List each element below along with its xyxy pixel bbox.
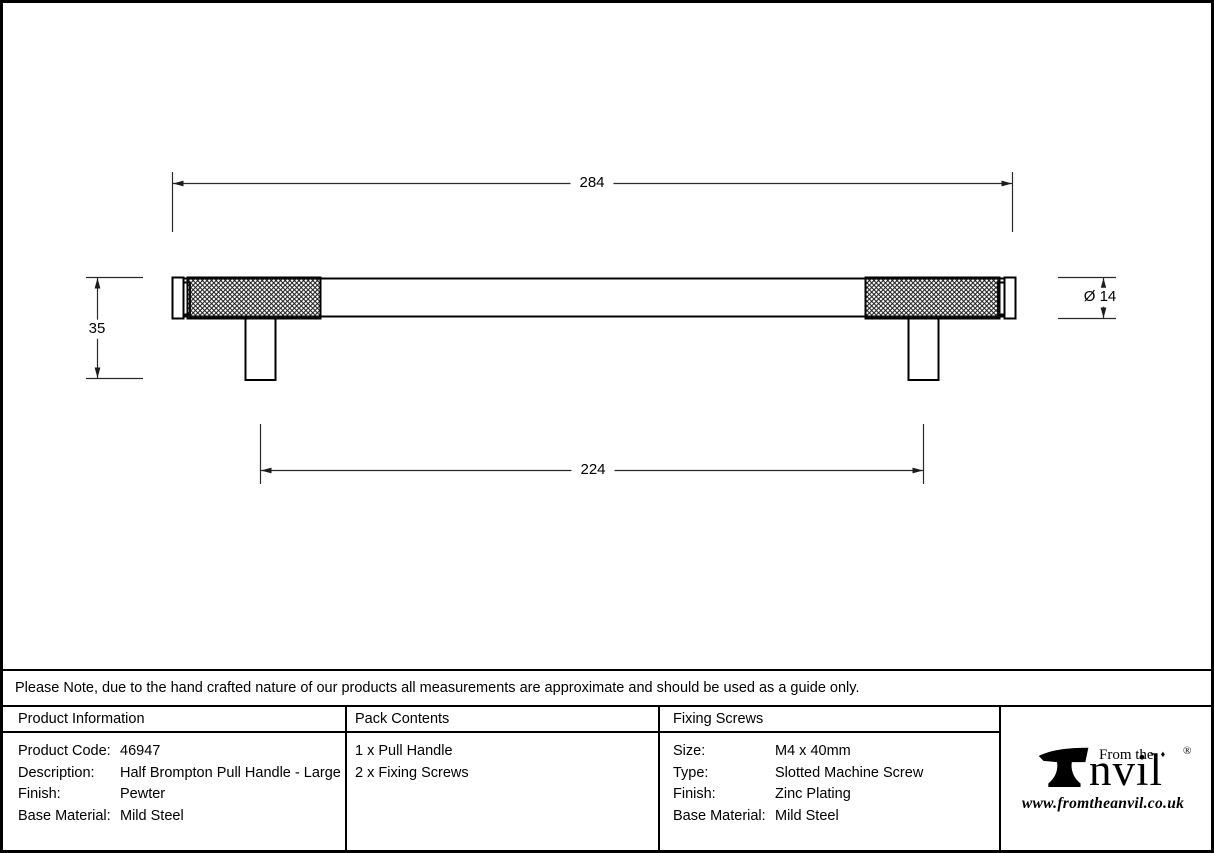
dim-overall-length-label: 284 — [570, 173, 614, 193]
spec-row: Type: Slotted Machine Screw — [673, 763, 993, 785]
pull-handle-diagram — [86, 172, 1116, 484]
logo-from-the-text: From the — [1099, 747, 1154, 763]
spec-row: Base Material: Mild Steel — [18, 806, 340, 828]
product-information-body: Product Code: 46947 Description: Half Br… — [18, 741, 341, 828]
spec-value: Zinc Plating — [775, 786, 851, 802]
dim-fixing-centres-label: 224 — [571, 460, 615, 480]
technical-drawing: 284 35 224 Ø 14 — [3, 3, 1211, 666]
column-divider — [345, 705, 347, 850]
spec-row: Base Material: Mild Steel — [673, 806, 993, 828]
spec-value: Mild Steel — [120, 807, 184, 824]
spec-label: Base Material: — [673, 807, 766, 824]
product-information-header: Product Information — [18, 711, 145, 727]
logo-website-text: www.fromtheanvil.co.uk — [1021, 795, 1185, 812]
spec-row: Finish: Zinc Plating — [673, 784, 993, 806]
spec-value: Pewter — [120, 786, 166, 802]
registered-trademark-symbol: ® — [1183, 745, 1192, 757]
spec-label: Base Material: — [18, 807, 111, 824]
info-table: Product Information Pack Contents Fixing… — [3, 705, 1211, 850]
spec-value: Half Brompton Pull Handle - Large — [120, 764, 341, 781]
fixing-screws-header: Fixing Screws — [673, 711, 764, 727]
column-divider — [658, 705, 660, 850]
logo-from-the: From the ♦ — [1099, 747, 1165, 764]
dim-height-label: 35 — [79, 319, 115, 339]
note-bar: Please Note, due to the hand crafted nat… — [3, 669, 1211, 707]
header-divider — [3, 731, 1000, 733]
pack-contents-header: Pack Contents — [355, 711, 450, 727]
note-text: Please Note, due to the hand crafted nat… — [15, 680, 860, 696]
logo-brand-text: nvil — [1089, 745, 1164, 795]
spec-value: M4 x 40mm — [775, 743, 851, 759]
dim-diameter-label: Ø 14 — [1074, 287, 1126, 307]
pack-item: 1 x Pull Handle — [355, 743, 453, 759]
spec-label: Size: — [673, 743, 706, 759]
spec-value: Slotted Machine Screw — [775, 764, 924, 781]
column-divider — [999, 705, 1001, 850]
diamond-icon: ♦ — [1160, 749, 1166, 759]
spec-row: Description: Half Brompton Pull Handle -… — [18, 763, 341, 785]
anvil-icon — [1038, 747, 1089, 787]
spec-row: Size: M4 x 40mm — [673, 741, 993, 763]
spec-label: Finish: — [673, 786, 716, 802]
from-the-anvil-logo: From the ♦ nvil ® www.fromtheanvil.co.uk — [1001, 705, 1211, 850]
spec-value: 46947 — [120, 743, 161, 759]
pack-item: 2 x Fixing Screws — [355, 764, 469, 781]
spec-label: Description: — [18, 764, 95, 781]
spec-label: Type: — [673, 764, 709, 781]
spec-label: Product Code: — [18, 743, 111, 759]
fixing-screws-body: Size: M4 x 40mm Type: Slotted Machine Sc… — [673, 741, 993, 827]
spec-label: Finish: — [18, 786, 61, 802]
pack-contents-body: 1 x Pull Handle 2 x Fixing Screws — [355, 741, 469, 784]
spec-row: Finish: Pewter — [18, 784, 340, 806]
spec-row: Product Code: 46947 — [18, 741, 340, 763]
spec-value: Mild Steel — [775, 807, 839, 824]
